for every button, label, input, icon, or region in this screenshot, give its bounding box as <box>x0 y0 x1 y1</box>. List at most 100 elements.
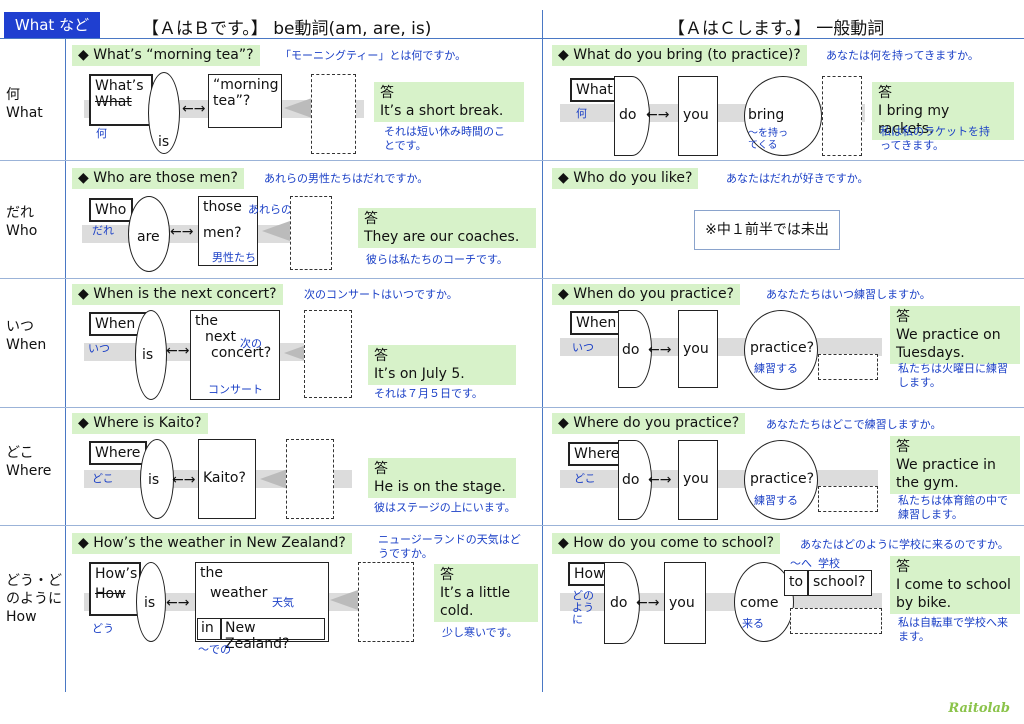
general-verb-title: 【ＡはＣします。】 一般動詞 <box>668 19 885 39</box>
verb-word: is <box>158 134 170 150</box>
verb-ellipse <box>140 439 174 519</box>
subject-translation: あれらの <box>248 203 292 216</box>
subject-box: the next concert? <box>190 310 280 400</box>
question-translation: あれらの男性たちはだれですか。 <box>264 172 429 185</box>
aux-shape <box>618 440 652 520</box>
wh-word-box: Who <box>89 198 133 222</box>
verb-word: is <box>144 595 156 611</box>
category-tag: What など <box>4 12 100 38</box>
verb-ellipse <box>135 310 167 400</box>
verb-ellipse <box>136 562 166 642</box>
subject-translation: コンサート <box>208 383 263 396</box>
link-arrow: ←→ <box>166 343 190 359</box>
blank-slot <box>818 354 878 380</box>
verb-word: practice? <box>750 471 815 487</box>
answer-box: 答 I come to school by bike. <box>890 556 1020 614</box>
answer-box: 答 It’s a little cold. <box>434 564 538 622</box>
link-arrow: ←→ <box>646 107 670 123</box>
subject-box: “morning tea”? <box>208 74 282 128</box>
verb-translation: 練習する <box>754 362 798 375</box>
verb-translation: ～を持ってくる <box>748 128 788 151</box>
row-separator <box>0 525 1024 526</box>
be-verb-title: 【ＡはＢです。】 be動詞(am, are, is) <box>142 19 432 39</box>
verb-translation: 練習する <box>754 494 798 507</box>
answer-translation: 私は私のラケットを持ってきます。 <box>880 125 990 152</box>
question-banner: ◆ Where do you practice? <box>552 413 746 434</box>
pointer-triangle <box>260 469 288 489</box>
pointer-triangle <box>330 590 358 610</box>
pointer-triangle <box>262 221 290 241</box>
subject-box: you <box>678 310 718 388</box>
wh-word-box: What <box>570 78 618 102</box>
verb-word: is <box>142 347 154 363</box>
answer-translation: それは短い休み時間のことです。 <box>384 125 505 152</box>
verb-word: is <box>148 472 160 488</box>
subject-box: Kaito? <box>198 439 256 519</box>
question-banner: ◆ When is the next concert? <box>72 284 283 305</box>
verb-ellipse <box>744 76 822 156</box>
place-box: New Zealand? <box>221 618 325 652</box>
subject-translation: 天気 <box>272 596 294 609</box>
question-banner: ◆ Where is Kaito? <box>72 413 208 434</box>
subject-box: you <box>678 440 718 520</box>
answer-translation: それは７月５日です。 <box>374 387 483 400</box>
preposition-box: in <box>197 618 221 640</box>
subject-box: you <box>678 76 718 156</box>
blank-slot <box>290 196 332 270</box>
pointer-triangle <box>284 98 312 118</box>
verb-ellipse <box>148 72 180 154</box>
verb-word: are <box>137 229 160 245</box>
wh-word-box: Where <box>568 442 624 466</box>
blank-slot <box>311 74 356 154</box>
link-arrow: ←→ <box>172 472 196 488</box>
subject-translation: 次の <box>240 337 262 350</box>
wh-word-translation: 何 <box>96 127 107 140</box>
blank-slot <box>286 439 334 519</box>
blank-slot <box>304 310 352 398</box>
watermark-logo: Raitolab <box>948 701 1010 716</box>
wh-word-box: Where <box>89 441 147 465</box>
header-divider <box>0 38 1024 39</box>
aux-word: do <box>619 107 637 123</box>
sentence-band <box>560 593 882 611</box>
question-translation: 次のコンサートはいつですか。 <box>304 288 458 301</box>
not-yet-taught-note: ※中１前半では未出 <box>694 210 840 250</box>
question-banner: ◆ When do you practice? <box>552 284 740 305</box>
verb-ellipse <box>744 310 818 390</box>
question-banner: ◆ What’s “morning tea”? <box>72 45 260 66</box>
verb-ellipse <box>128 196 170 272</box>
answer-box: 答 We practice on Tuesdays. <box>890 306 1020 364</box>
blank-slot <box>818 486 878 512</box>
wh-word-translation: どのように <box>572 589 594 626</box>
question-translation: ニュージーランドの天気はどうですか。 <box>378 533 521 560</box>
answer-box: 答 We practice in the gym. <box>890 436 1020 494</box>
wh-word-translation: どこ <box>92 472 114 485</box>
question-banner: ◆ Who are those men? <box>72 168 244 189</box>
verb-word: bring <box>748 107 785 123</box>
wh-word-translation: いつ <box>572 341 594 354</box>
verb-ellipse <box>744 440 818 520</box>
aux-shape <box>604 562 640 644</box>
wh-word-box: When <box>570 311 626 335</box>
answer-box: 答 It’s on July 5. <box>368 345 516 385</box>
link-arrow: ←→ <box>166 595 190 611</box>
row-separator <box>0 278 1024 279</box>
question-banner: ◆ What do you bring (to practice)? <box>552 45 807 66</box>
wh-word-translation: 何 <box>576 107 587 120</box>
verb-word: practice? <box>750 340 815 356</box>
link-arrow: ←→ <box>182 101 206 117</box>
row-separator <box>0 160 1024 161</box>
wh-word-box: How’s How <box>89 562 141 616</box>
subject-box: you <box>664 562 706 644</box>
link-arrow: ←→ <box>648 472 672 488</box>
answer-translation: 彼らは私たちのコーチです。 <box>366 253 508 266</box>
question-translation: あなたはどのように学校に来るのですか。 <box>800 538 1009 551</box>
question-banner: ◆ Who do you like? <box>552 168 699 189</box>
wh-word-translation: どう <box>92 622 114 635</box>
question-translation: 「モーニングティー」とは何ですか。 <box>280 49 467 62</box>
link-arrow: ←→ <box>170 224 194 240</box>
question-translation: あなたはだれが好きですか。 <box>726 172 869 185</box>
